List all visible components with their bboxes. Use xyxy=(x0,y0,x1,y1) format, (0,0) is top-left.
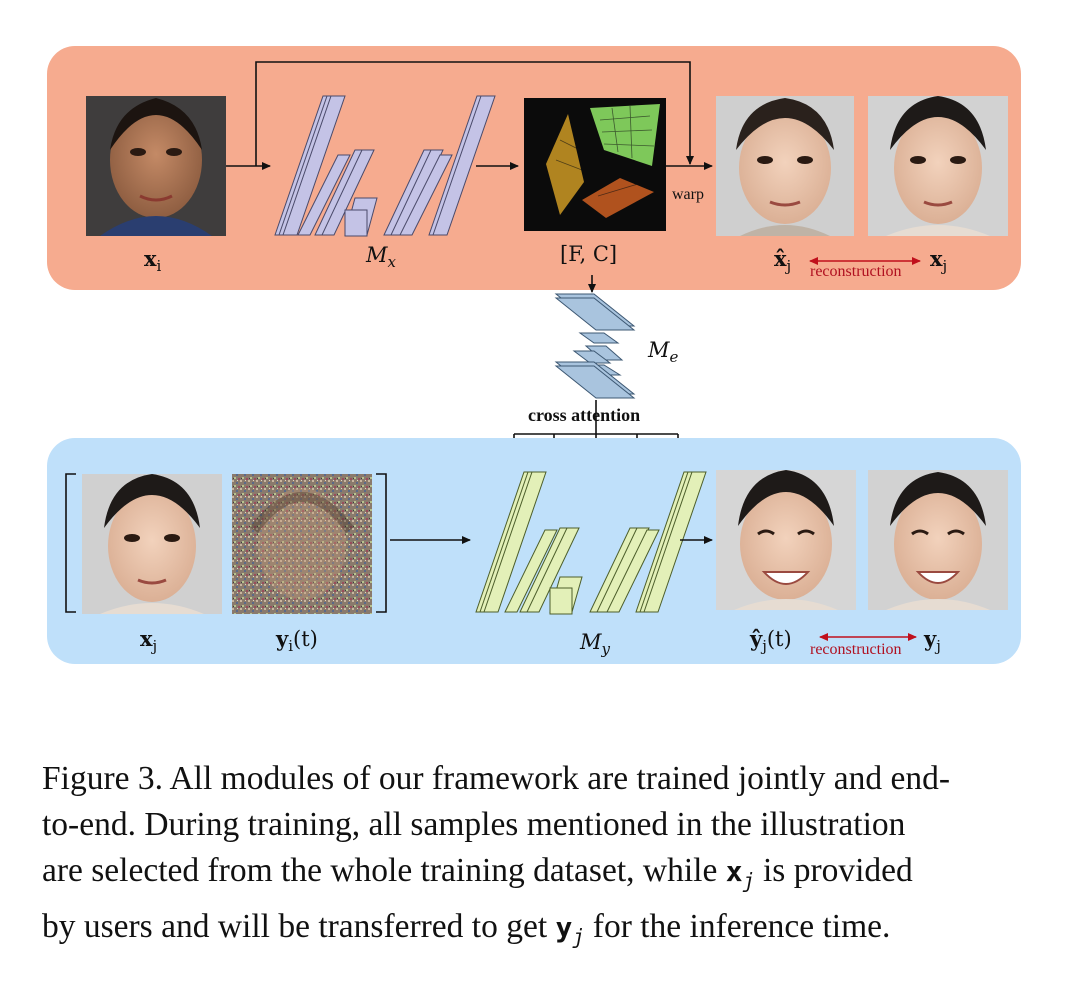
face-image-xi xyxy=(86,96,226,236)
label-xi: xi xyxy=(144,246,162,276)
face-image-xhat-j xyxy=(716,96,854,236)
figure-caption: Figure 3. All modules of our framework a… xyxy=(42,756,1037,959)
label-my: My xyxy=(580,630,610,659)
caption-var-yj: yj xyxy=(555,910,585,949)
face-image-xj-cond xyxy=(82,474,222,614)
label-yhat-j-t: ŷj(t) xyxy=(750,626,792,656)
left-bracket xyxy=(65,473,76,613)
caption-line-1: Figure 3. All modules of our framework a… xyxy=(42,760,950,797)
label-flow-fc: [F, C] xyxy=(560,242,618,266)
label-warp: warp xyxy=(672,186,704,203)
face-image-yj xyxy=(868,470,1008,610)
caption-line-2: to-end. During training, all samples men… xyxy=(42,806,906,843)
label-yj: yj xyxy=(924,626,941,656)
noisy-image-yi-t xyxy=(232,474,372,614)
caption-line-3: are selected from the whole training dat… xyxy=(42,852,913,893)
label-yi-t: yi(t) xyxy=(276,626,318,656)
face-image-xj-top xyxy=(868,96,1008,236)
encoder-mx-blocks xyxy=(274,95,496,237)
framework-diagram xyxy=(47,46,1021,664)
label-xj-top: xj xyxy=(930,246,948,276)
label-xj-cond: xj xyxy=(140,626,158,656)
label-cross-attention: cross attention xyxy=(528,405,641,425)
label-reconstruction-bottom: reconstruction xyxy=(810,641,902,658)
label-reconstruction-top: reconstruction xyxy=(810,263,902,280)
label-mx: Mx xyxy=(366,243,396,272)
caption-line-4: by users and will be transferred to get … xyxy=(42,907,891,949)
caption-var-xj: xj xyxy=(725,855,755,893)
skip-connection-line xyxy=(255,61,694,166)
module-me-blocks xyxy=(554,293,636,399)
right-bracket xyxy=(376,473,387,613)
face-image-yhat-j xyxy=(716,470,856,610)
unet-my-blocks xyxy=(475,471,707,615)
flow-field-image xyxy=(524,98,666,231)
label-xhat-j: x̂j xyxy=(774,246,792,276)
label-me: Me xyxy=(648,338,679,367)
